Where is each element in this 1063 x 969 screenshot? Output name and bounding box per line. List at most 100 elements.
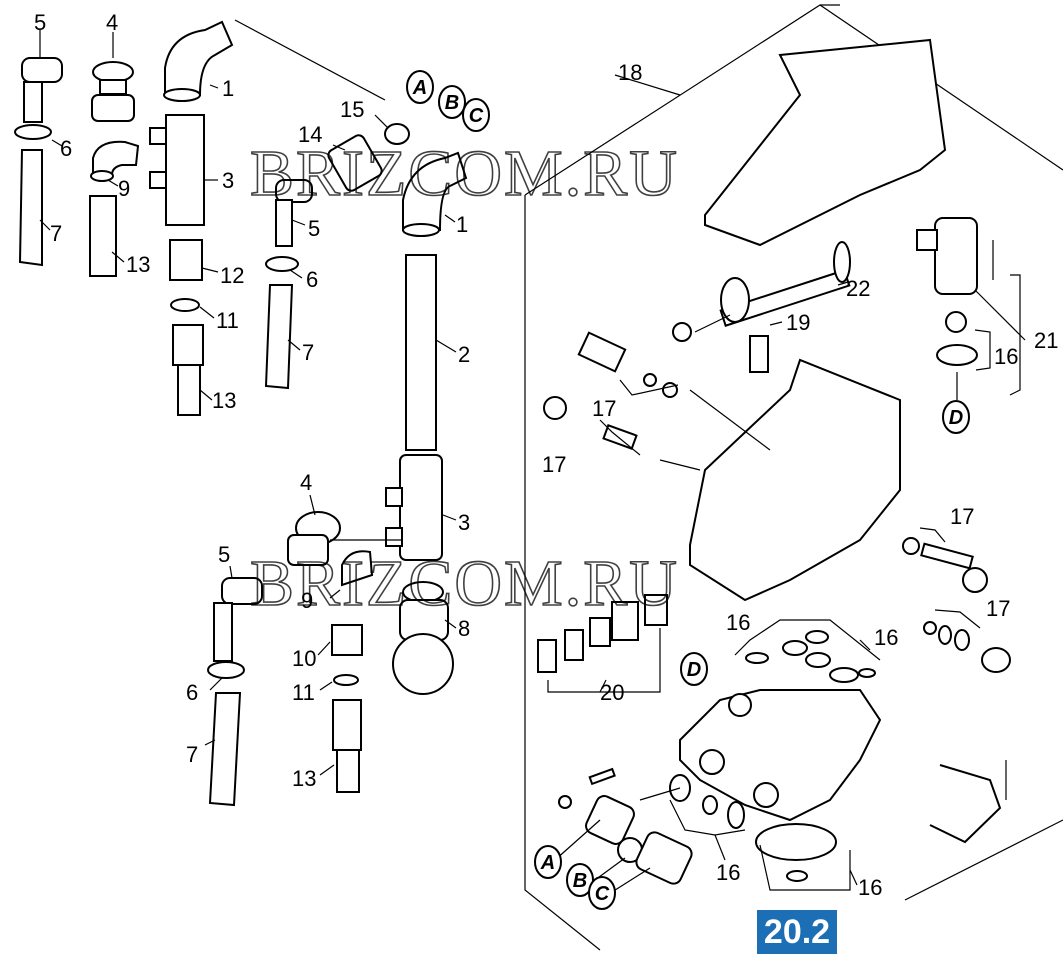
label-part-6: 6	[60, 136, 72, 161]
label-part-16: 16	[716, 860, 740, 885]
label-part-11: 11	[292, 680, 315, 705]
watermark-bottom: BRIZCOM.RU	[250, 547, 679, 620]
watermark-top: BRIZCOM.RU	[250, 137, 679, 210]
label-part-3: 3	[222, 168, 234, 193]
label-part-18: 18	[618, 60, 642, 85]
part-pipe-13-top-mid	[172, 324, 204, 416]
part-motor-shaft-22	[719, 241, 851, 327]
part-switch-19	[749, 335, 769, 373]
letter-b-bottom: B	[573, 870, 587, 892]
part-pipe-13-top-left	[89, 195, 117, 277]
part-tee-3-mid	[385, 454, 443, 561]
frame-lines	[234, 4, 1063, 951]
label-part-13: 13	[126, 252, 150, 277]
label-part-16: 16	[858, 875, 882, 900]
part-elbow-1-top	[163, 20, 234, 102]
part-valve-knob-4-top	[91, 61, 135, 122]
label-part-5: 5	[308, 216, 320, 241]
label-part-13: 13	[212, 388, 236, 413]
label-part-2: 2	[458, 342, 470, 367]
label-part-12: 12	[220, 263, 244, 288]
label-part-4: 4	[300, 470, 312, 495]
label-part-7: 7	[50, 221, 62, 246]
label-part-10: 10	[292, 646, 316, 671]
part-pump-housing	[689, 358, 901, 602]
label-part-1: 1	[222, 76, 234, 101]
label-part-22: 22	[846, 276, 870, 301]
label-part-7: 7	[186, 742, 198, 767]
label-part-9: 9	[118, 176, 130, 201]
part-nipple-10	[331, 624, 363, 656]
part-elbow-9-mid	[341, 550, 374, 587]
label-part-5: 5	[34, 10, 46, 35]
part-elbow-9-top	[90, 140, 140, 182]
label-part-1: 1	[456, 212, 468, 237]
letter-a-top: A	[412, 77, 427, 99]
part-hose-7-top	[18, 149, 43, 267]
letter-d-bubble-mid	[680, 652, 708, 686]
part-valve-knob-4-mid	[287, 511, 341, 566]
part-bolt-17-right	[902, 537, 988, 593]
label-part-16: 16	[726, 610, 750, 635]
part-hose-nipple-5-mid	[275, 179, 313, 247]
part-clamp-6-top	[14, 124, 52, 140]
label-part-17: 17	[986, 596, 1010, 621]
part-pump-head	[679, 689, 882, 822]
label-part-5: 5	[218, 542, 230, 567]
label-part-4: 4	[106, 10, 118, 35]
part-orings-16-cluster	[745, 630, 876, 683]
part-hose-nipple-5-bottom	[213, 577, 263, 662]
label-part-3: 3	[458, 510, 470, 535]
part-capacitor-21	[916, 217, 994, 295]
part-oring-11-bottom	[333, 674, 359, 686]
diagram-number-badge: 20.2	[757, 910, 837, 954]
part-pipe-2	[405, 254, 437, 451]
letter-c-top: C	[469, 105, 484, 127]
letter-b-top: B	[445, 92, 459, 114]
label-part-16: 16	[874, 625, 898, 650]
label-part-11: 11	[216, 308, 239, 333]
part-hose-7-mid	[264, 284, 294, 390]
letter-d-mid: D	[687, 659, 701, 681]
label-part-9: 9	[301, 588, 313, 613]
part-pressure-switch-17-a	[577, 331, 678, 398]
part-clamp-6-mid	[265, 256, 299, 272]
part-clamp-6-bottom	[207, 661, 245, 679]
letter-c-bubble-top	[462, 98, 490, 132]
label-part-8: 8	[458, 616, 470, 641]
letter-a-bubble-bottom	[534, 845, 562, 879]
label-part-21: 21	[1034, 328, 1058, 353]
label-part-13: 13	[292, 766, 316, 791]
part-hose-7-bottom	[208, 692, 242, 807]
label-part-6: 6	[306, 267, 318, 292]
letter-c-bottom: C	[595, 883, 610, 905]
label-part-17: 17	[542, 452, 566, 477]
part-orings-16-bottom	[669, 774, 837, 882]
part-elbow-1-mid	[402, 151, 468, 237]
part-nipple-12	[169, 239, 203, 281]
label-part-16: 16	[994, 344, 1018, 369]
part-bolt-small	[672, 322, 692, 342]
label-part-20: 20	[600, 680, 624, 705]
label-part-14: 14	[298, 122, 322, 147]
part-valve-8	[392, 581, 454, 695]
label-part-17: 17	[950, 504, 974, 529]
label-part-19: 19	[786, 310, 810, 335]
part-tee-3-top	[149, 114, 205, 226]
part-handle-bracket	[929, 760, 1007, 844]
label-part-7: 7	[302, 340, 314, 365]
part-oring-16-right	[936, 311, 978, 366]
part-plug-17-right-bottom	[923, 621, 1011, 673]
letter-d-bubble-right	[942, 400, 970, 434]
part-pipe-13-bottom	[332, 699, 362, 793]
letter-b-bubble-top	[438, 85, 466, 119]
leader-lines	[39, 30, 1026, 893]
label-part-6: 6	[186, 680, 198, 705]
letter-a-bubble-top	[406, 70, 434, 104]
letter-a-bottom: A	[540, 852, 555, 874]
letter-c-bubble-bottom	[588, 876, 616, 910]
part-seal-15	[384, 123, 410, 145]
label-part-17: 17	[592, 396, 616, 421]
part-cover-18	[704, 38, 947, 247]
